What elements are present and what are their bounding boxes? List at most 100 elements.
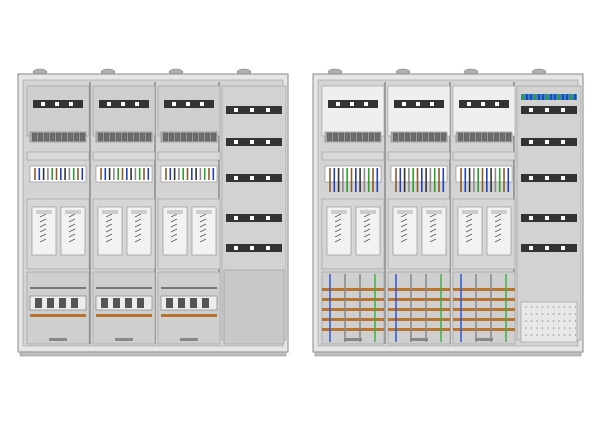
breaker-module [133, 132, 140, 142]
breaker-module [481, 132, 488, 142]
perforation [569, 320, 571, 322]
main-switch [125, 298, 132, 308]
busbar [96, 314, 152, 317]
meter-display [331, 210, 347, 214]
busbar [388, 308, 450, 311]
breaker-module [180, 132, 187, 142]
breaker-module [356, 132, 363, 142]
meter-terminal-mark [199, 228, 207, 233]
breaker-module [410, 132, 417, 142]
meter-terminal-mark [68, 238, 76, 243]
meter-terminal-mark [199, 233, 207, 238]
perforation [574, 327, 577, 329]
cover-slot [364, 102, 368, 106]
busbar [322, 298, 384, 301]
perforation [563, 320, 566, 322]
meter-terminal-mark [334, 228, 342, 233]
main-switch [166, 298, 173, 308]
busbar [388, 298, 450, 301]
meter-terminal-mark [400, 228, 408, 233]
breaker-module [79, 132, 86, 142]
cover-slot [69, 102, 73, 106]
meter-terminal-mark [429, 238, 437, 243]
meter-terminal-mark [105, 238, 113, 243]
perforated-plate [520, 301, 578, 343]
meter-terminal-mark [494, 238, 502, 243]
strip-slot [266, 176, 270, 180]
rail-terminal [538, 94, 540, 100]
perforation [536, 313, 538, 315]
panel-label [49, 338, 67, 341]
perforation [563, 313, 566, 315]
label-strip [92, 151, 156, 161]
perforation [547, 320, 549, 322]
meter-terminal-mark [429, 213, 437, 218]
meter-terminal-mark [170, 223, 178, 228]
main-switch [202, 298, 209, 308]
distribution-column [516, 85, 582, 341]
main-switch [190, 298, 197, 308]
busbar [388, 288, 450, 291]
meter-terminal-mark [199, 218, 207, 223]
perforation [530, 313, 533, 315]
meter-display [491, 210, 507, 214]
meter-display [131, 210, 147, 214]
cover-slot [200, 102, 204, 106]
perforation [569, 334, 571, 336]
meter-terminal-mark [68, 213, 76, 218]
meter-display [36, 210, 52, 214]
busbar [388, 318, 450, 321]
breaker-module [404, 132, 411, 142]
perforation [563, 327, 566, 329]
meter-terminal-mark [170, 213, 178, 218]
cover-slot [135, 102, 139, 106]
perforation [536, 334, 538, 336]
energy-meter [126, 206, 152, 256]
meter-terminal-mark [494, 223, 502, 228]
meter-terminal-mark [134, 238, 142, 243]
strip-slot [545, 246, 549, 250]
perforation [536, 306, 538, 308]
meter-terminal-mark [334, 223, 342, 228]
strip-slot [250, 140, 254, 144]
busbar [30, 314, 86, 317]
label-strip [452, 151, 516, 161]
breaker-module [392, 132, 399, 142]
label-strip [387, 151, 451, 161]
breaker-module [43, 132, 50, 142]
din-terminal-rail [521, 94, 577, 100]
label-strip [26, 151, 90, 161]
rail-terminal [566, 94, 568, 100]
meter-terminal-mark [105, 218, 113, 223]
breaker-module [368, 132, 375, 142]
breaker-module [37, 132, 44, 142]
breaker-module [338, 132, 345, 142]
breaker-module [469, 132, 476, 142]
meter-terminal-mark [334, 218, 342, 223]
label-strip [157, 151, 221, 161]
perforation [547, 313, 549, 315]
cover-slot [467, 102, 471, 106]
meter-terminal-mark [400, 238, 408, 243]
panel-label [115, 338, 133, 341]
main-switch [59, 298, 66, 308]
breaker-module [67, 132, 74, 142]
main-switch [137, 298, 144, 308]
meter-terminal-mark [39, 218, 47, 223]
perforation [558, 327, 560, 329]
breaker-module [487, 132, 494, 142]
blank-cover [223, 269, 285, 345]
breaker-module [374, 132, 381, 142]
cover-slot [55, 102, 59, 106]
strip-slot [529, 246, 533, 250]
meter-terminal-mark [170, 233, 178, 238]
meter-terminal-mark [105, 223, 113, 228]
perforation [525, 320, 527, 322]
strip-slot [234, 176, 238, 180]
main-switch [113, 298, 120, 308]
breaker-module [362, 132, 369, 142]
meter-terminal-mark [363, 228, 371, 233]
breaker-module [55, 132, 62, 142]
meter-terminal-mark [400, 223, 408, 228]
cover-slot [107, 102, 111, 106]
